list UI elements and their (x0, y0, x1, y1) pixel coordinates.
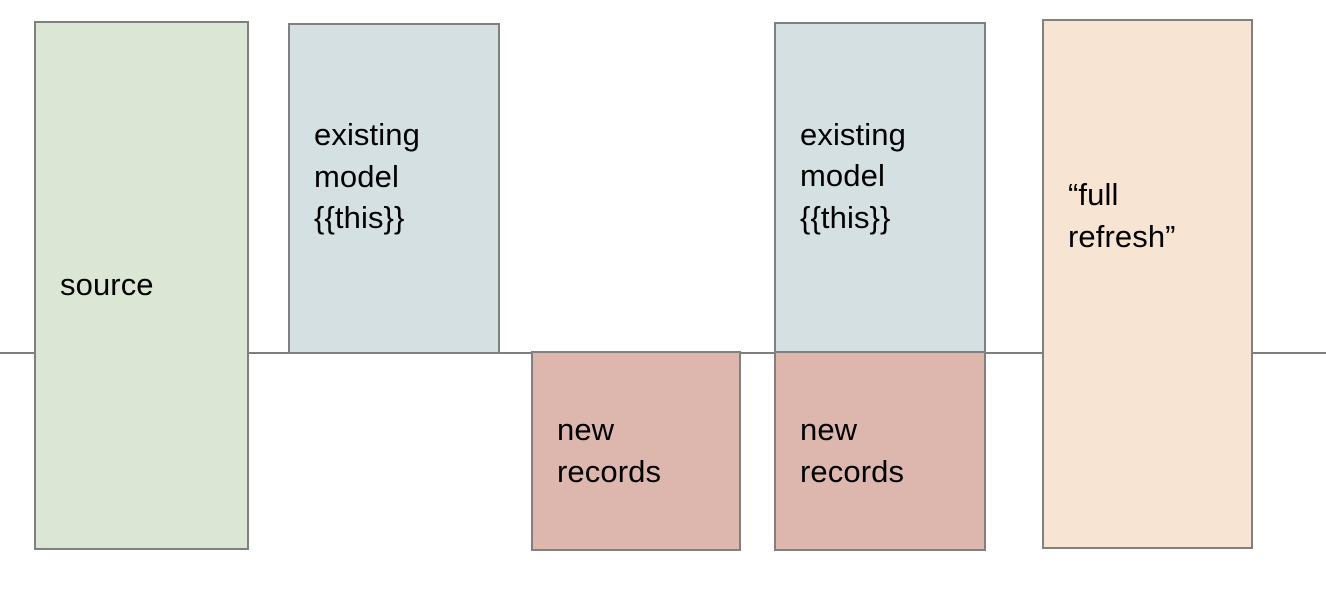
node-existing-model-1-label: existing model {{this}} (314, 117, 420, 236)
node-new-records-2[interactable]: new records (774, 351, 986, 551)
node-new-records-1-label: new records (557, 412, 662, 489)
node-existing-model-2-label: existing model {{this}} (800, 116, 906, 235)
node-new-records-1[interactable]: new records (531, 351, 741, 551)
node-source-label: source (60, 267, 154, 303)
node-existing-model-2[interactable]: existing model {{this}} (774, 22, 986, 354)
node-full-refresh-label: “full refresh” (1068, 177, 1176, 254)
node-source[interactable]: source (34, 21, 249, 550)
node-full-refresh[interactable]: “full refresh” (1042, 19, 1253, 549)
node-existing-model-1[interactable]: existing model {{this}} (288, 23, 500, 354)
node-new-records-2-label: new records (800, 412, 905, 489)
